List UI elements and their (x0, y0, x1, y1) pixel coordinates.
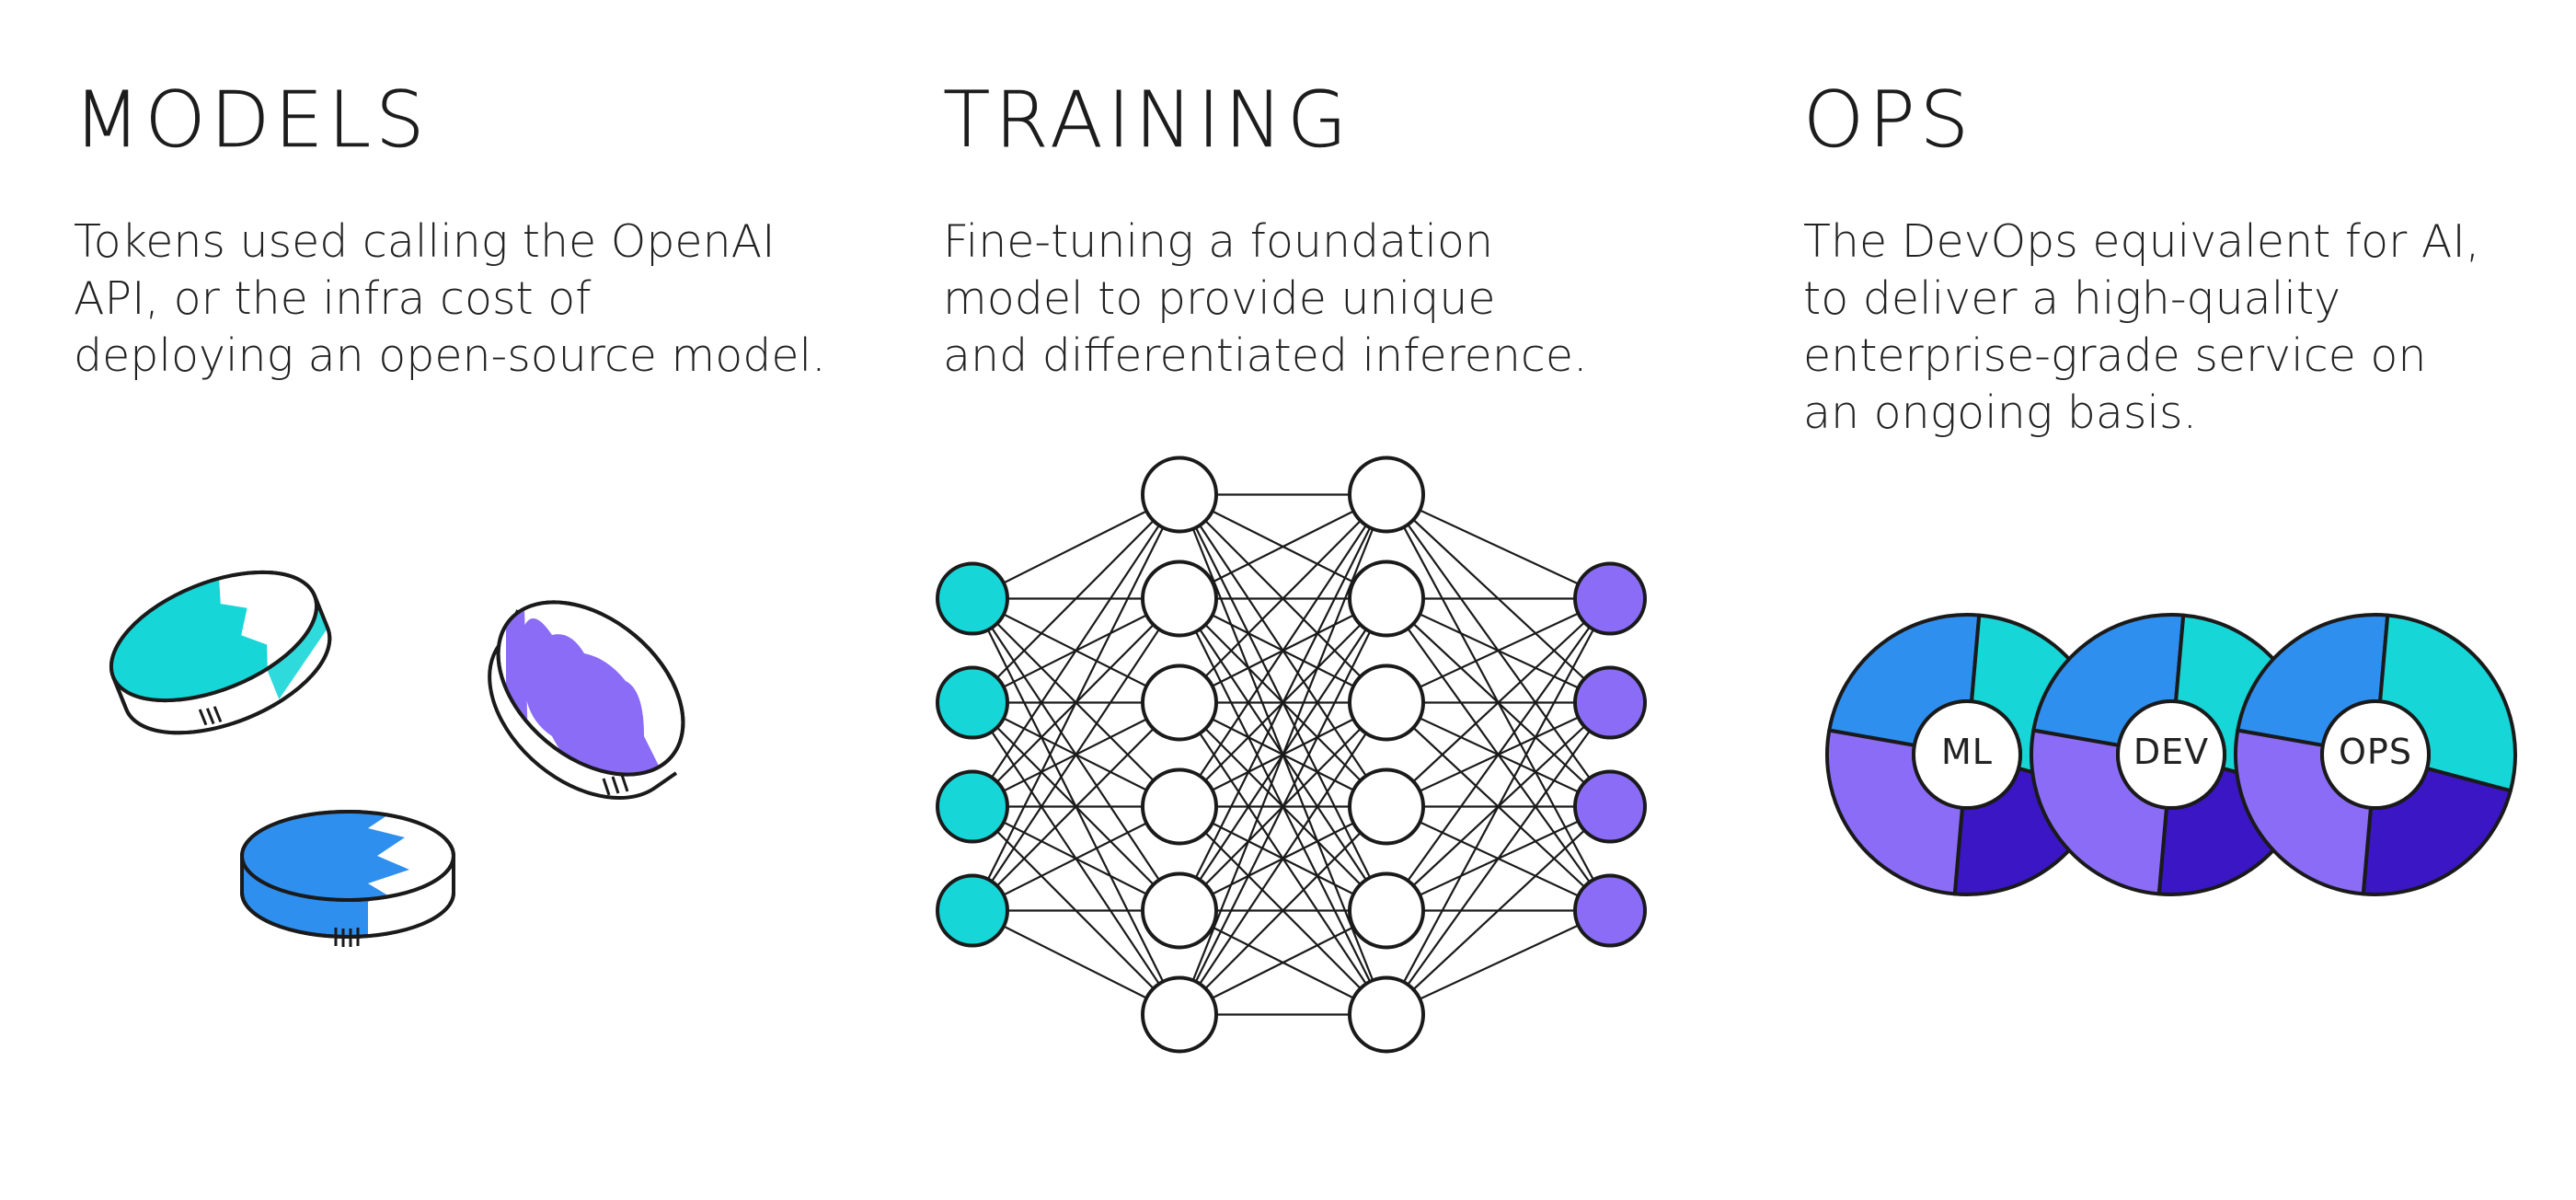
network-edges (972, 493, 1611, 1016)
mlops-rings-diagram: ML DEV OPS (1825, 613, 2517, 896)
ops-heading: OPS (1803, 75, 1974, 165)
ops-description-line: The DevOps equivalent for AI, (1803, 215, 2480, 268)
network-edge (1179, 701, 1387, 1016)
hidden-node (1141, 975, 1218, 1054)
hidden-node (1141, 560, 1218, 638)
network-edge (1386, 597, 1611, 912)
input-node (936, 561, 1009, 636)
network-edge (972, 493, 1180, 704)
hidden-node (1348, 663, 1425, 742)
models-description-line: API, or the infra cost of (74, 272, 592, 325)
ring-label-ops: OPS (2339, 732, 2412, 772)
network-edge (1386, 597, 1611, 704)
training-description-line: and differentiated inference. (943, 329, 1588, 382)
training-heading: TRAINING (943, 75, 1352, 165)
models-heading: MODELS (74, 75, 430, 165)
ring-label-dev: DEV (2133, 732, 2209, 772)
hidden-node (1141, 871, 1218, 950)
network-edge (1179, 598, 1387, 1015)
network-edge (1179, 805, 1387, 1016)
input-node (936, 769, 1009, 844)
network-edge (1386, 493, 1611, 600)
token-coins-illustration (93, 570, 685, 947)
neural-network-diagram (936, 456, 1647, 1054)
hidden-node (1141, 663, 1218, 742)
output-node (1573, 873, 1647, 948)
training-description-line: model to provide unique (943, 272, 1496, 325)
network-edge (1386, 805, 1611, 1016)
ring-label-ml: ML (1941, 732, 1993, 772)
ring-hub (2320, 699, 2431, 810)
training-description: Fine-tuning a foundation model to provid… (943, 213, 1588, 385)
network-edge (1386, 909, 1611, 1016)
output-node (1573, 769, 1647, 844)
network-edge (1179, 493, 1387, 808)
ops-description-line: enterprise-grade service on (1803, 329, 2427, 382)
training-description-line: Fine-tuning a foundation (943, 215, 1494, 268)
hidden-node (1348, 767, 1425, 846)
hidden-node (1348, 560, 1425, 638)
network-edge (972, 701, 1180, 912)
network-edge (1386, 597, 1611, 1016)
network-edge (972, 597, 1180, 912)
network-edge (972, 494, 1180, 911)
purple-coin-icon (488, 600, 685, 801)
models-description-line: deploying an open-source model. (74, 329, 826, 382)
hidden-node (1348, 871, 1425, 950)
hidden-node (1348, 975, 1425, 1054)
output-node (1573, 665, 1647, 740)
models-description: Tokens used calling the OpenAI API, or t… (74, 213, 826, 385)
network-edge (1386, 597, 1611, 808)
ring-hub (1912, 699, 2022, 810)
hidden-node (1348, 456, 1425, 534)
network-edge (972, 493, 1180, 808)
teal-coin-icon (93, 570, 332, 735)
ring-icon (2234, 613, 2517, 896)
network-edge (1179, 493, 1387, 704)
network-edge (1386, 701, 1611, 1016)
ops-description-line: an ongoing basis. (1803, 387, 2198, 439)
blue-coin-icon (240, 810, 455, 947)
input-node (936, 873, 1009, 948)
models-description-line: Tokens used calling the OpenAI (74, 215, 776, 268)
hidden-node (1141, 767, 1218, 846)
output-node (1573, 561, 1647, 636)
ops-description-line: to deliver a high-quality (1803, 272, 2341, 325)
network-edge (1179, 494, 1387, 911)
input-node (936, 665, 1009, 740)
hidden-node (1141, 456, 1218, 534)
ops-description: The DevOps equivalent for AI, to deliver… (1803, 213, 2479, 442)
ring-hub (2116, 699, 2226, 810)
